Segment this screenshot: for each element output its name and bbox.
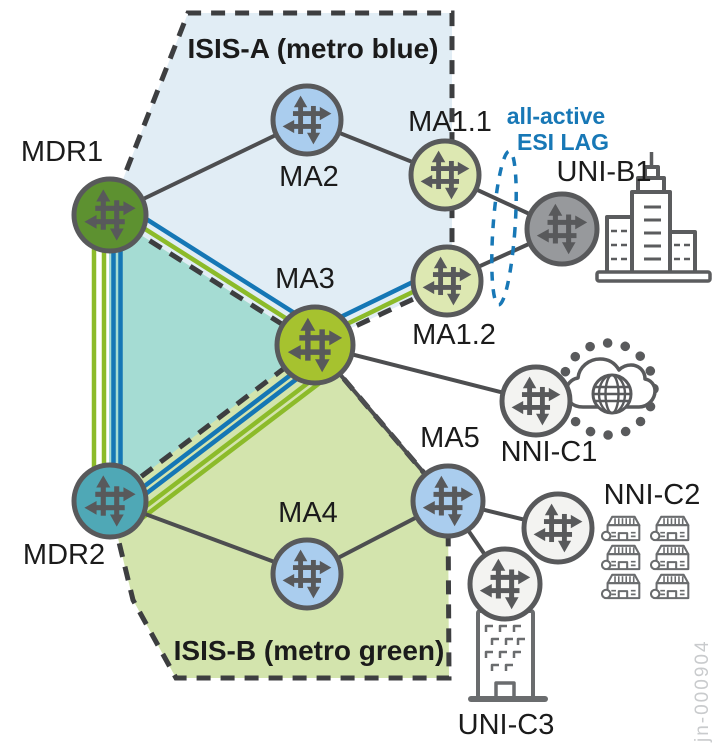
node-nni-c2 <box>521 491 595 565</box>
node-uni-c3 <box>467 546 543 622</box>
warehouse-icons <box>601 515 690 600</box>
metro-green-line <box>112 207 320 342</box>
metro-blue-line <box>118 355 327 516</box>
region-title-isis-b: ISIS-B (metro green) <box>174 635 445 666</box>
node-ma3 <box>274 304 356 386</box>
nodes <box>71 83 600 622</box>
node-ma5 <box>410 463 486 539</box>
label-uni-c3: UNI-C3 <box>458 709 555 741</box>
label-uni-b1: UNI-B1 <box>556 156 651 188</box>
label-ma1-1: MA1.1 <box>408 106 492 138</box>
node-uni-b1 <box>524 191 600 267</box>
region-title-isis-a: ISIS-A (metro blue) <box>188 33 439 64</box>
internet-cloud-icon <box>557 338 659 440</box>
node-ma2 <box>270 83 344 157</box>
esi-lag-annotation-line2: ESI LAG <box>517 129 609 155</box>
metro-green-line <box>124 363 333 524</box>
label-ma4: MA4 <box>278 497 338 529</box>
node-nni-c1 <box>499 364 573 438</box>
node-ma1-2 <box>410 244 484 318</box>
esi-lag-annotation-line1: all-active <box>507 103 605 129</box>
node-ma1-1 <box>408 138 482 212</box>
label-mdr2: MDR2 <box>23 539 105 571</box>
tower-building-icon <box>468 609 548 702</box>
figure-watermark: jn-000904 <box>692 639 713 743</box>
globe-icon <box>591 373 633 415</box>
region-overlap-fill <box>109 215 315 501</box>
node-mdr2 <box>71 462 149 540</box>
office-building-icon <box>595 152 712 283</box>
region-isis-a-border <box>106 10 455 503</box>
label-nni-c2: NNI-C2 <box>604 479 701 511</box>
label-mdr1: MDR1 <box>21 136 103 168</box>
label-nni-c1: NNI-C1 <box>501 436 598 468</box>
label-ma3: MA3 <box>275 263 335 295</box>
label-ma2: MA2 <box>279 161 339 193</box>
metro-blue-line <box>114 350 322 510</box>
node-ma4 <box>270 537 344 611</box>
label-ma5: MA5 <box>420 422 480 454</box>
metro-green-line <box>128 369 337 530</box>
metro-blue-line <box>117 199 325 334</box>
node-mdr1 <box>71 176 149 254</box>
label-ma1-2: MA1.2 <box>412 319 496 351</box>
esi-lag-ellipse <box>490 149 518 307</box>
